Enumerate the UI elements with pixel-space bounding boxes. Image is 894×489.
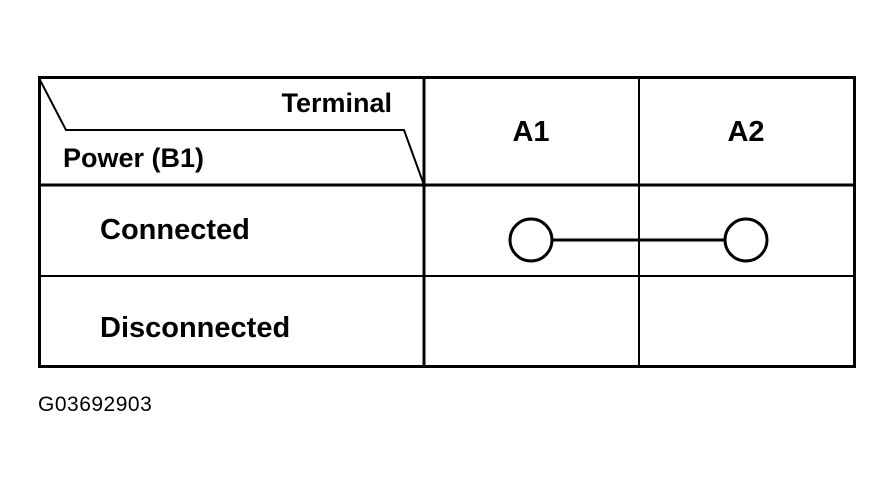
power-label: Power (B1) <box>63 143 204 173</box>
table-frame <box>38 76 856 368</box>
column-header-a1: A1 <box>512 116 549 148</box>
row-label-disconnected: Disconnected <box>100 312 290 344</box>
corner-diagonal <box>39 79 425 186</box>
terminal-label: Terminal <box>281 88 392 118</box>
terminal-a2-node <box>723 217 769 263</box>
column-header-a2: A2 <box>727 116 764 148</box>
figure-id: G03692903 <box>38 393 153 416</box>
terminal-a1-node <box>508 217 554 263</box>
row-label-connected: Connected <box>100 214 250 246</box>
